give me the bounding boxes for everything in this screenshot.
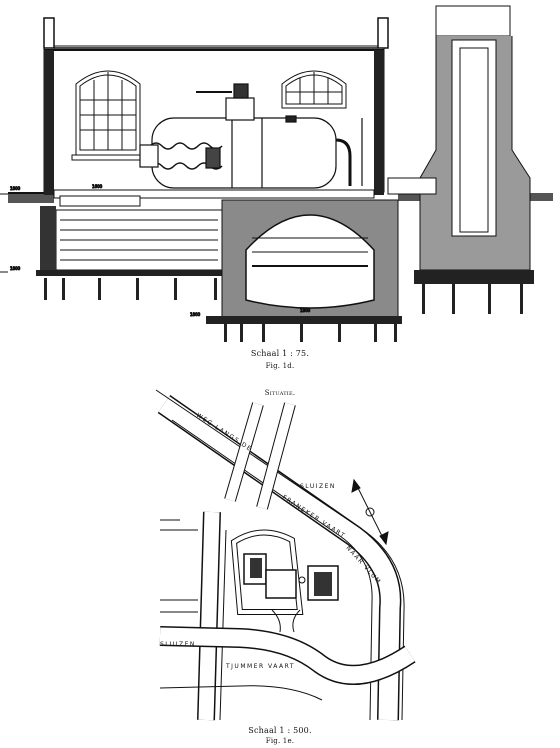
- engine-house: [43, 17, 389, 195]
- elevation-scale-caption: Schaal 1 : 75.: [250, 349, 310, 358]
- pumping-station-section: 1800 1800 1600 1800 1800: [0, 5, 553, 342]
- svg-text:1800: 1800: [10, 186, 21, 191]
- level-marks: 1800 1800 1600 1800 1800: [0, 184, 311, 318]
- svg-text:1800: 1800: [190, 312, 201, 317]
- situatie-figure-label: Fig. 1e.: [265, 737, 295, 745]
- situatie-title: Situatie.: [264, 389, 296, 397]
- franeker-vaart-canal: [155, 389, 405, 721]
- svg-text:SLUIZEN: SLUIZEN: [160, 641, 196, 648]
- svg-text:1800: 1800: [10, 266, 21, 271]
- boiler: [139, 83, 363, 189]
- situatie-scale-caption: Schaal 1 : 500.: [248, 726, 312, 735]
- chimney: [387, 5, 534, 284]
- foundation-piles: [44, 278, 523, 342]
- elevation-figure-label: Fig. 1d.: [265, 362, 295, 370]
- arched-window-right: [281, 70, 347, 109]
- arched-window-left: [71, 70, 145, 161]
- north-arrow-icon: [351, 478, 389, 546]
- svg-text:1800: 1800: [300, 308, 311, 313]
- west-canal: [160, 511, 227, 721]
- svg-text:TJUMMER VAART: TJUMMER VAART: [225, 663, 295, 670]
- water-tank: [36, 206, 226, 276]
- tjummer-vaart-canal: [159, 626, 416, 701]
- station-buildings: [230, 529, 339, 633]
- svg-text:1600: 1600: [92, 184, 103, 189]
- svg-text:SLUIZEN: SLUIZEN: [300, 483, 336, 490]
- pump-chamber: [206, 199, 402, 324]
